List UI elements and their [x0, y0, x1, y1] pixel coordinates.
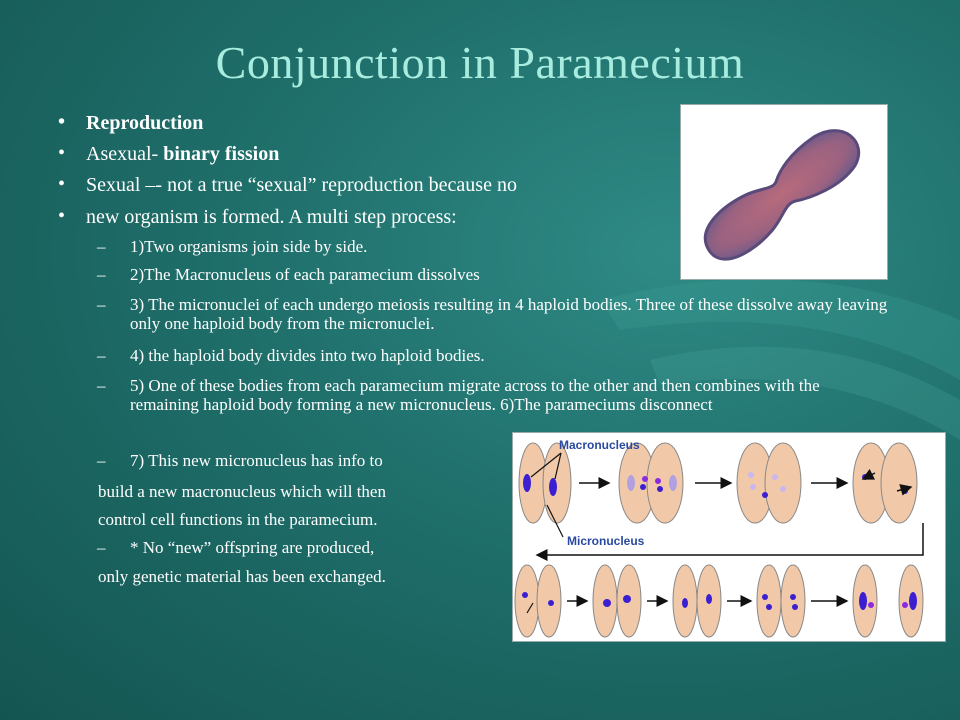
cell — [764, 442, 802, 524]
row2-cells — [514, 564, 924, 638]
bullet-dot: • — [58, 173, 66, 195]
paramecium-photo — [680, 104, 888, 280]
cell — [542, 442, 572, 524]
step-7-continuation-1: build a new macronucleus which will then — [98, 482, 386, 501]
bullet-dot: • — [58, 142, 66, 164]
step-3: – 3) The micronuclei of each undergo mei… — [97, 295, 888, 333]
step-note-continuation: only genetic material has been exchanged… — [98, 567, 386, 586]
cell — [514, 564, 540, 638]
micronucleus-label: Micronucleus — [567, 534, 645, 548]
step-1: – 1)Two organisms join side by side. — [97, 237, 368, 256]
macronucleus — [669, 475, 677, 491]
step-5: – 5) One of these bodies from each param… — [97, 376, 820, 414]
bullet-dot: • — [58, 111, 66, 133]
step-4: – 4) the haploid body divides into two h… — [97, 346, 485, 365]
step-7: – 7) This new micronucleus has info to — [97, 451, 383, 470]
bullet-process: • new organism is formed. A multi step p… — [58, 205, 457, 228]
cell — [780, 564, 806, 638]
macronucleus — [909, 592, 917, 610]
macronucleus — [523, 474, 531, 492]
bullet-dot: • — [58, 205, 66, 227]
macronucleus — [549, 478, 557, 496]
macronucleus — [859, 592, 867, 610]
step-7-continuation-2: control cell functions in the paramecium… — [98, 510, 378, 529]
macronucleus-label: Macronucleus — [559, 438, 640, 452]
cell — [756, 564, 782, 638]
conjugation-diagram: Macronucleus Micronucleus — [512, 432, 946, 642]
row1-cells — [518, 442, 918, 524]
bullet-sexual: • Sexual –- not a true “sexual” reproduc… — [58, 173, 517, 196]
step-note: – * No “new” offspring are produced, — [97, 538, 375, 557]
bullet-asexual: • Asexual- binary fission — [58, 142, 280, 165]
cell — [646, 442, 684, 524]
slide-title: Conjunction in Paramecium — [215, 37, 745, 88]
bullet-reproduction: • Reproduction — [58, 111, 204, 134]
step-2: – 2)The Macronucleus of each paramecium … — [97, 265, 480, 284]
macronucleus — [627, 475, 635, 491]
cell — [880, 442, 918, 524]
